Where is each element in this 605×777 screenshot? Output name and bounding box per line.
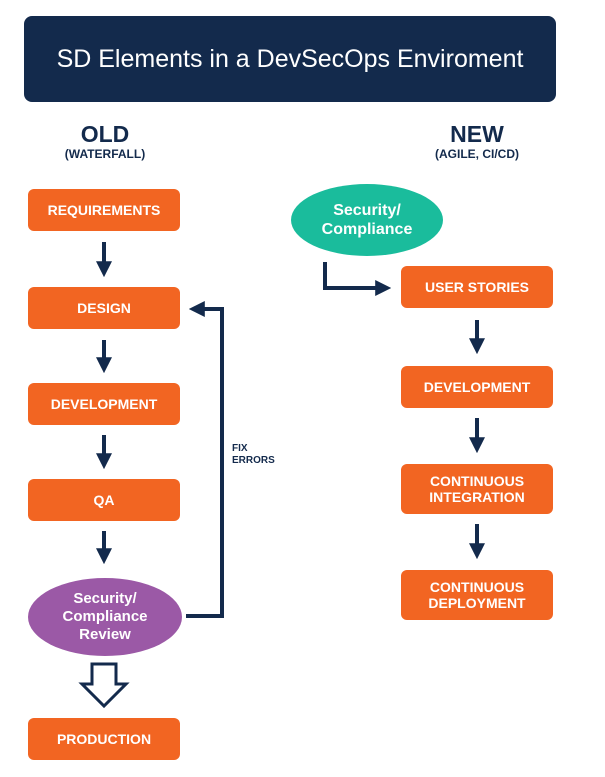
new-step-continuous-deployment: CONTINUOUS DEPLOYMENT: [401, 570, 553, 620]
old-column-heading: OLD (WATERFALL): [40, 122, 170, 162]
new-step-user-stories: USER STORIES: [401, 266, 553, 308]
old-step-label: DESIGN: [77, 300, 131, 316]
security-compliance-review-node: Security/ Compliance Review: [28, 578, 182, 656]
security-compliance-start-node: Security/ Compliance: [291, 184, 443, 256]
new-step-label: CONTINUOUS DEPLOYMENT: [428, 579, 526, 611]
new-step-development: DEVELOPMENT: [401, 366, 553, 408]
old-step-qa: QA: [28, 479, 180, 521]
new-step-label: USER STORIES: [425, 279, 529, 295]
diagram-title: SD Elements in a DevSecOps Enviroment: [56, 44, 524, 73]
old-heading: OLD: [80, 121, 130, 147]
new-heading: NEW: [450, 121, 504, 147]
old-step-design: DESIGN: [28, 287, 180, 329]
old-step-development: DEVELOPMENT: [28, 383, 180, 425]
start-label: Security/ Compliance: [321, 202, 413, 238]
old-step-production: PRODUCTION: [28, 718, 180, 760]
title-banner: SD Elements in a DevSecOps Enviroment: [24, 16, 556, 102]
old-step-label: QA: [93, 492, 115, 508]
old-step-label: REQUIREMENTS: [47, 202, 161, 218]
old-step-label: PRODUCTION: [56, 731, 152, 747]
fix-errors-loop: [186, 301, 224, 618]
new-step-label: DEVELOPMENT: [423, 379, 531, 395]
new-column-heading: NEW (AGILE, CI/CD): [412, 122, 542, 162]
old-step-label: DEVELOPMENT: [50, 396, 158, 412]
new-subheading: (AGILE, CI/CD): [435, 147, 519, 161]
production-hollow-arrow: [78, 662, 130, 709]
new-step-label: CONTINUOUS INTEGRATION: [429, 473, 525, 505]
new-start-arrow: [323, 262, 392, 296]
new-step-continuous-integration: CONTINUOUS INTEGRATION: [401, 464, 553, 514]
old-step-requirements: REQUIREMENTS: [28, 189, 180, 231]
old-subheading: (WATERFALL): [64, 147, 146, 161]
review-label: Security/ Compliance Review: [62, 590, 148, 643]
fix-errors-label: FIX ERRORS: [232, 443, 275, 466]
